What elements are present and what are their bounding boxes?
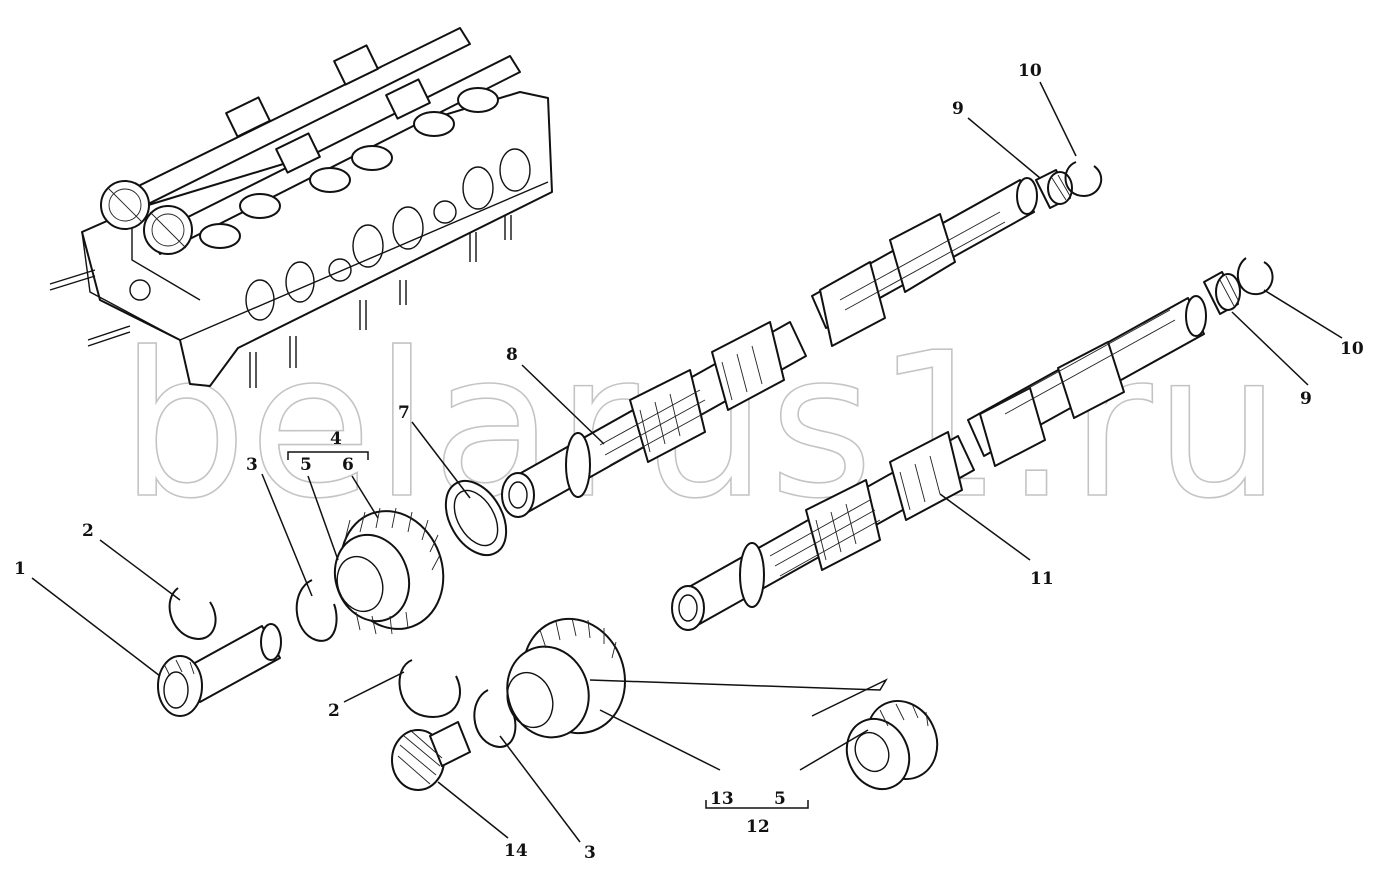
thrust-washer	[444, 480, 508, 556]
drive-shaft	[157, 623, 282, 717]
callout-2-upper: 2	[82, 521, 94, 541]
camshaft-upper	[501, 177, 1038, 518]
plug-lower	[1203, 271, 1241, 315]
snap-ring-2-upper	[168, 587, 217, 640]
callout-5-upper: 5	[300, 455, 312, 475]
callout-1: 1	[14, 559, 26, 579]
leader-lines	[31, 81, 1343, 843]
callout-7: 7	[398, 403, 410, 423]
snap-ring-2-lower	[398, 659, 461, 718]
callout-13: 13	[710, 789, 734, 809]
callout-labels: 1 2 2 3 3 4 5 5 6 7 8 9 9 10 10 11 12 13…	[14, 61, 1364, 863]
callout-4: 4	[330, 429, 342, 449]
snap-ring-lower	[1237, 257, 1274, 296]
callout-9-upper: 9	[952, 99, 964, 119]
callout-12: 12	[746, 817, 770, 837]
camshaft-lower	[671, 295, 1207, 631]
callout-3-lower: 3	[584, 843, 596, 863]
bevel-gear-assembly	[333, 507, 445, 635]
callout-14: 14	[504, 841, 528, 861]
callout-5-lower: 5	[774, 789, 786, 809]
callout-8: 8	[506, 345, 518, 365]
callout-10-lower: 10	[1340, 339, 1364, 359]
callout-6: 6	[342, 455, 354, 475]
callout-9-lower: 9	[1300, 389, 1312, 409]
snap-ring-3-lower	[473, 689, 517, 748]
snap-ring-3-upper	[295, 579, 338, 642]
splined-coupling	[845, 700, 939, 791]
gear-assembly-12	[506, 617, 627, 739]
callout-10-upper: 10	[1018, 61, 1042, 81]
callout-11: 11	[1030, 569, 1054, 589]
snap-ring-upper	[1064, 161, 1103, 197]
callout-2-lower: 2	[328, 701, 340, 721]
cylinder-head-assembly	[49, 27, 553, 388]
callout-3-upper: 3	[246, 455, 258, 475]
plug-14	[391, 721, 471, 791]
